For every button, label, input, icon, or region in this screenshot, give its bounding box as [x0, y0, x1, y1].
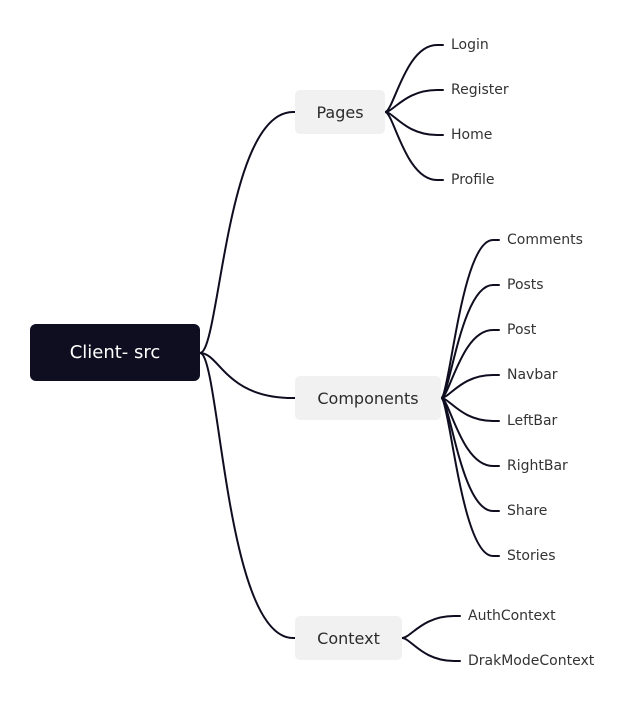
- pages-child-line: [384, 89, 444, 113]
- leaf-node[interactable]: Comments: [507, 232, 583, 248]
- components-child-line: [440, 374, 500, 399]
- pages-child-line: [384, 111, 444, 181]
- branch-node-pages[interactable]: Pages: [295, 90, 385, 134]
- branch-label: Context: [317, 628, 380, 648]
- leaf-node[interactable]: RightBar: [507, 458, 568, 474]
- leaf-node[interactable]: Post: [507, 322, 537, 338]
- root-to-components-line: [199, 352, 296, 399]
- leaf-node[interactable]: Register: [451, 82, 509, 98]
- context-child-line: [401, 615, 461, 639]
- branch-node-components[interactable]: Components: [295, 376, 441, 420]
- branch-node-context[interactable]: Context: [295, 616, 402, 660]
- root-node[interactable]: Client- src: [30, 324, 200, 381]
- components-child-line: [440, 284, 500, 399]
- leaf-node[interactable]: LeftBar: [507, 413, 558, 429]
- root-to-context-line: [199, 352, 296, 639]
- leaf-node[interactable]: Stories: [507, 548, 556, 564]
- components-child-line: [440, 397, 500, 512]
- leaf-node[interactable]: Profile: [451, 172, 495, 188]
- root-label: Client- src: [69, 342, 161, 363]
- root-to-pages-line: [199, 111, 296, 354]
- pages-child-line: [384, 44, 444, 113]
- branch-label: Components: [317, 388, 419, 408]
- leaf-node[interactable]: DrakModeContext: [468, 653, 595, 669]
- leaf-node[interactable]: AuthContext: [468, 608, 556, 624]
- leaf-node[interactable]: Posts: [507, 277, 544, 293]
- leaf-node[interactable]: Login: [451, 37, 489, 53]
- branch-label: Pages: [316, 102, 364, 122]
- leaf-node[interactable]: Home: [451, 127, 493, 143]
- leaf-node[interactable]: Navbar: [507, 367, 558, 383]
- components-child-line: [440, 329, 500, 399]
- components-child-line: [440, 397, 500, 557]
- leaf-node[interactable]: Share: [507, 503, 548, 519]
- context-child-line: [401, 637, 461, 662]
